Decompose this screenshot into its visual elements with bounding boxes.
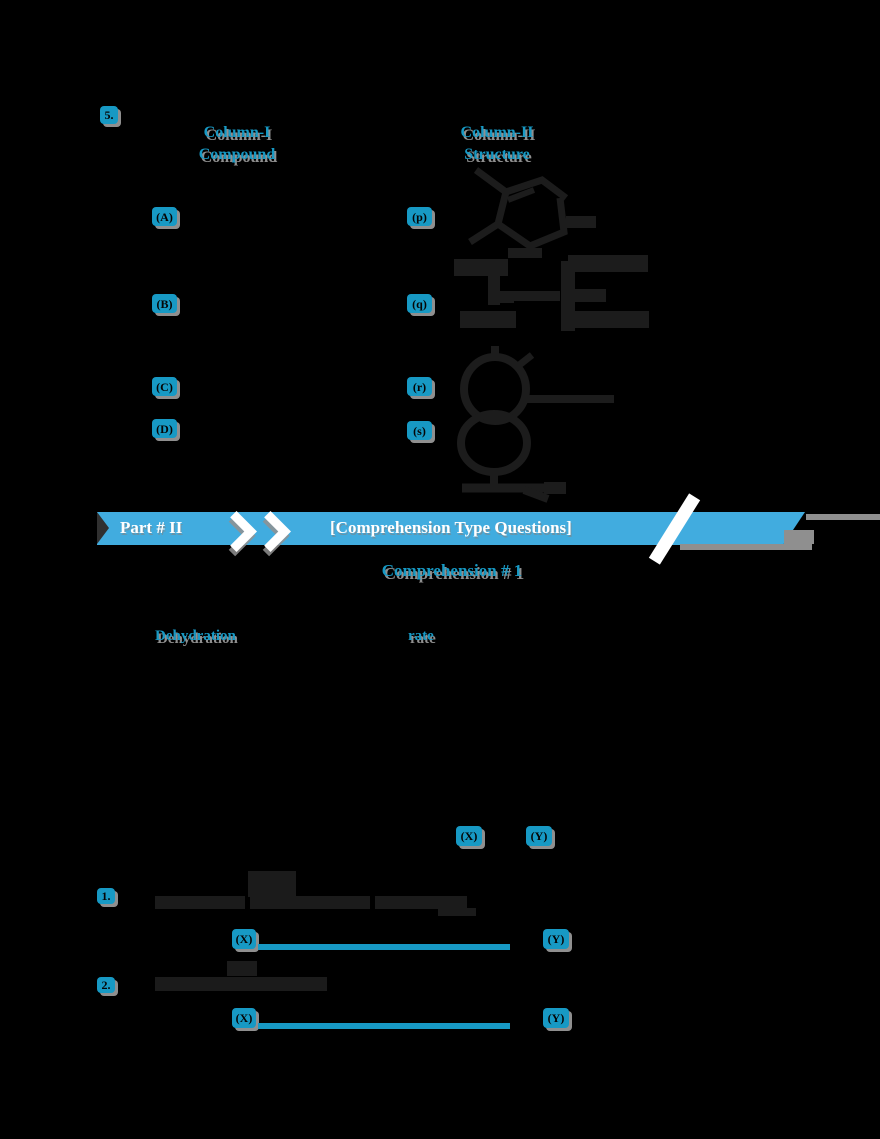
obscured-text	[250, 896, 370, 909]
passage-keyword-right: rate	[408, 628, 434, 644]
marker-D: (D)	[152, 419, 177, 438]
structure-q-drawing	[454, 255, 649, 331]
column-2-subtitle: Structure	[464, 146, 530, 163]
marker-p: (p)	[407, 207, 432, 226]
reaction-2-product-token: (Y)	[543, 1008, 569, 1028]
obscured-superscript-block	[227, 961, 257, 976]
question-2-number-badge: 2.	[97, 977, 115, 993]
reaction-2-arrow	[258, 1023, 510, 1029]
ribbon-corner-shadow	[784, 530, 814, 544]
ribbon-bottom-shadow	[680, 544, 812, 550]
ribbon-left-fold	[97, 512, 109, 544]
banner-part-label: Part # II	[120, 518, 183, 537]
marker-s: (s)	[407, 421, 432, 440]
obscured-text	[155, 896, 245, 909]
reaction-1-arrow	[258, 944, 510, 950]
reaction-1-product-token: (Y)	[543, 929, 569, 949]
question-1-number-badge: 1.	[97, 888, 115, 904]
column-1-title: Column-I	[203, 124, 271, 141]
marker-q: (q)	[407, 294, 432, 313]
marker-C: (C)	[152, 377, 177, 396]
structure-s-drawing	[457, 410, 566, 503]
marker-r: (r)	[407, 377, 432, 396]
reaction-2-reactant-token: (X)	[232, 1008, 256, 1028]
reaction-1-reactant-token: (X)	[232, 929, 256, 949]
column-1-subtitle: Compound	[198, 146, 276, 163]
species-y-token: (Y)	[526, 826, 552, 846]
obscured-text	[155, 977, 327, 991]
comprehension-heading: Comprehension # 1	[381, 561, 523, 580]
ribbon-tail-line	[806, 514, 880, 520]
obscured-fraction-block	[248, 871, 296, 897]
species-x-token: (X)	[456, 826, 482, 846]
passage-keyword-left: Dehydration	[155, 628, 236, 644]
question-5-number-badge: 5.	[100, 106, 118, 124]
column-2-title: Column-II	[460, 124, 534, 141]
marker-A: (A)	[152, 207, 177, 226]
obscured-text	[375, 896, 467, 909]
banner-title: [Comprehension Type Questions]	[330, 518, 572, 537]
marker-B: (B)	[152, 294, 177, 313]
obscured-text	[438, 908, 476, 916]
structure-r-drawing	[460, 346, 614, 425]
structure-p-drawing	[468, 167, 596, 258]
